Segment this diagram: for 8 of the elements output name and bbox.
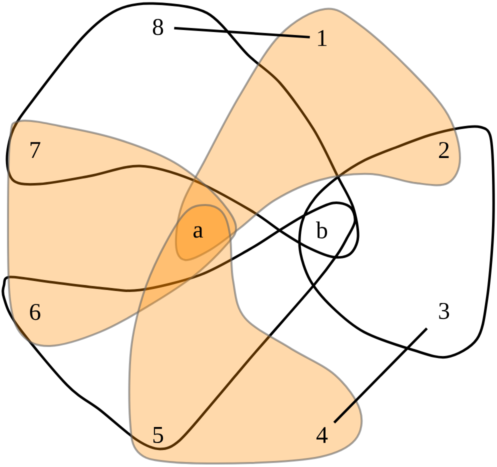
point-label: 1 bbox=[318, 30, 327, 46]
point-label: 4 bbox=[316, 427, 328, 443]
connector-line bbox=[333, 328, 428, 424]
point-label: a bbox=[194, 226, 203, 238]
point-label: b bbox=[316, 222, 328, 238]
connector-line bbox=[174, 26, 310, 38]
point-label: 8 bbox=[152, 18, 164, 36]
point-label: 3 bbox=[439, 302, 450, 320]
